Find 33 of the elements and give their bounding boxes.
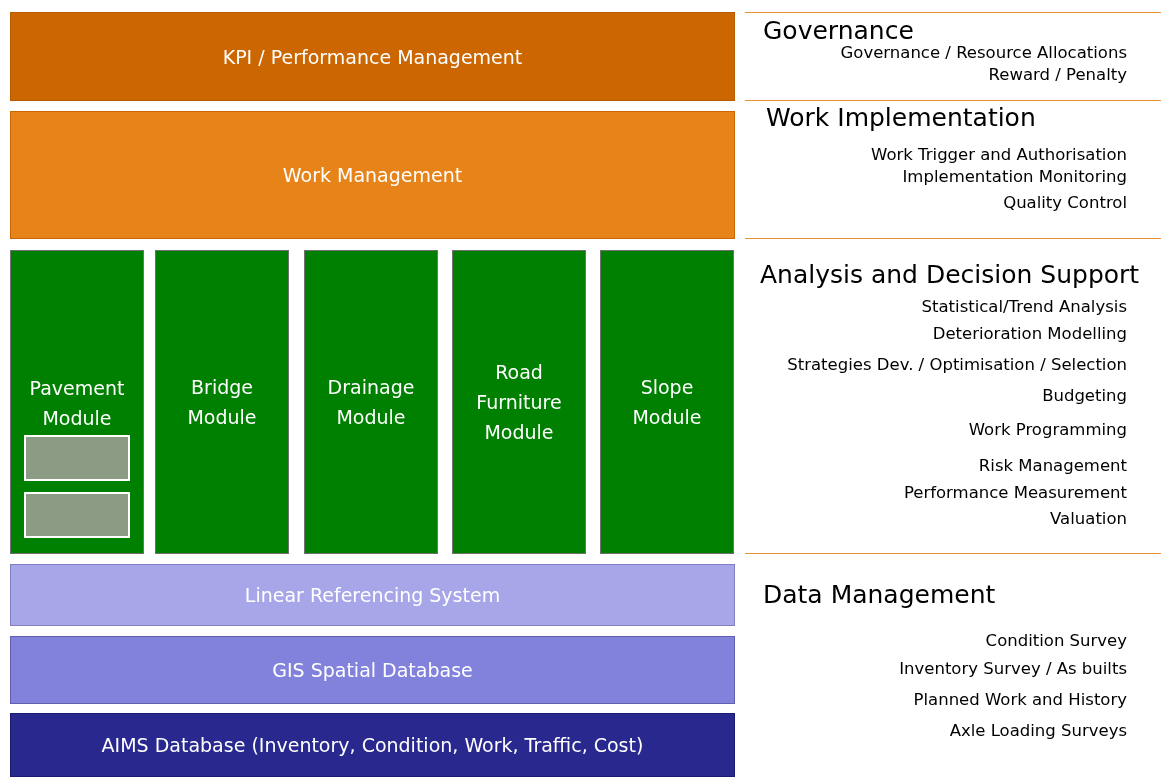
function-item: Planned Work and History [913,690,1127,709]
layer-bar: KPI / Performance Management [10,12,735,101]
function-item: Inventory Survey / As builts [899,659,1127,678]
layer-bar: AIMS Database (Inventory, Condition, Work, Traffic, Cost) [10,713,735,777]
function-item: Condition Survey [985,631,1127,650]
function-item: Strategies Dev. / Optimisation / Selection [787,355,1127,374]
layer-bar: Linear Referencing System [10,564,735,626]
module-column: Bridge Module [155,250,289,554]
function-item: Quality Control [1003,193,1127,212]
function-item: Implementation Monitoring [902,167,1127,186]
layer-bar: GIS Spatial Database [10,636,735,704]
section-heading: Analysis and Decision Support [760,260,1140,289]
function-item: Statistical/Trend Analysis [921,297,1127,316]
function-item: Reward / Penalty [988,65,1127,84]
function-item: Performance Measurement [903,483,1127,502]
module-column: Slope Module [600,250,734,554]
section-heading: Data Management [763,580,996,609]
function-item: Budgeting [1042,386,1127,405]
section-heading: Work Implementation [766,103,1036,132]
module-column: Drainage Module [304,250,438,554]
function-item: Valuation [1050,509,1127,528]
sub-box [24,492,130,538]
section-heading: Governance [763,16,914,45]
function-item: Axle Loading Surveys [949,721,1127,740]
function-item: Governance / Resource Allocations [840,43,1127,62]
function-item: Work Trigger and Authorisation [871,145,1127,164]
module-column: Pavement Module [10,250,144,554]
function-item: Work Programming [968,420,1127,439]
layer-bar: Work Management [10,111,735,239]
sub-box [24,435,130,481]
function-item: Deterioration Modelling [932,324,1127,343]
module-column: Road Furniture Module [452,250,586,554]
function-item: Risk Management [978,456,1127,475]
